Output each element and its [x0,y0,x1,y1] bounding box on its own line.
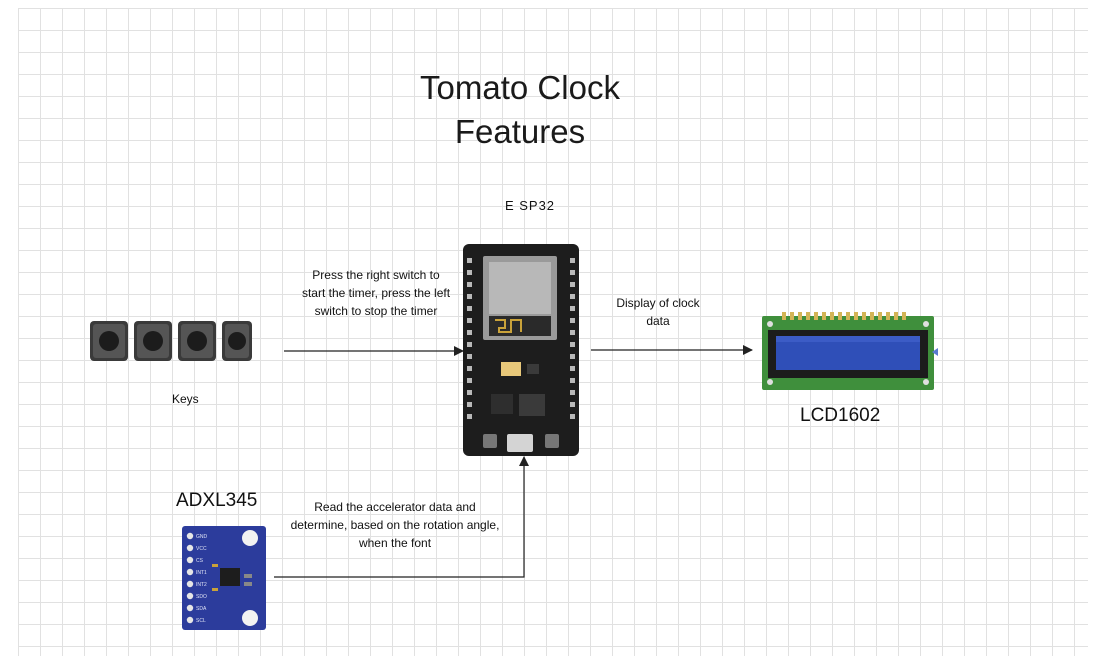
adxl-pin-label: GND [196,534,208,540]
push-button-icon [178,321,216,361]
push-button-icon [90,321,128,361]
header-pins-right [570,258,575,419]
adxl345-label: ADXL345 [176,490,258,511]
push-button-icon [222,321,252,361]
arrow-adxl-to-esp32 [274,456,529,578]
accelerometer-chip [220,568,240,586]
mounting-hole-icon [242,610,258,626]
adxl-pin-label: INT2 [196,582,207,588]
adxl-pin-label: INT1 [196,570,207,576]
edge-label-keys-to-esp32: Press the right switch to start the time… [301,268,451,318]
adxl-pin-label: SCL [196,618,206,624]
lcd1602-label: LCD1602 [800,405,881,426]
adxl-pin-label: CS [196,558,204,564]
keys-label: Keys [172,392,199,406]
adxl345-module: GND VCC CS INT1 INT2 SDO SDA SCL [182,526,266,630]
adxl-pin-holes [186,532,194,624]
adxl-pin-label: SDO [196,594,207,600]
adxl-pin-label: VCC [196,546,207,552]
diagram-title: Tomato Clock Features [420,69,620,150]
esp32-label: E SP32 [504,198,556,213]
usb-port-icon [507,434,533,452]
lcd1602-module [762,312,942,392]
keys-component [88,318,254,364]
edge-label-esp32-to-lcd: Display of clock data [616,296,700,328]
adxl-pin-label: SDA [196,606,207,612]
lcd-header-pins [782,312,906,320]
push-button-icon [134,321,172,361]
edge-label-adxl-to-esp32: Read the accelerator data and determine,… [290,500,500,550]
esp32-board [463,244,579,456]
mounting-hole-icon [242,530,258,546]
header-pins-left [467,258,472,419]
